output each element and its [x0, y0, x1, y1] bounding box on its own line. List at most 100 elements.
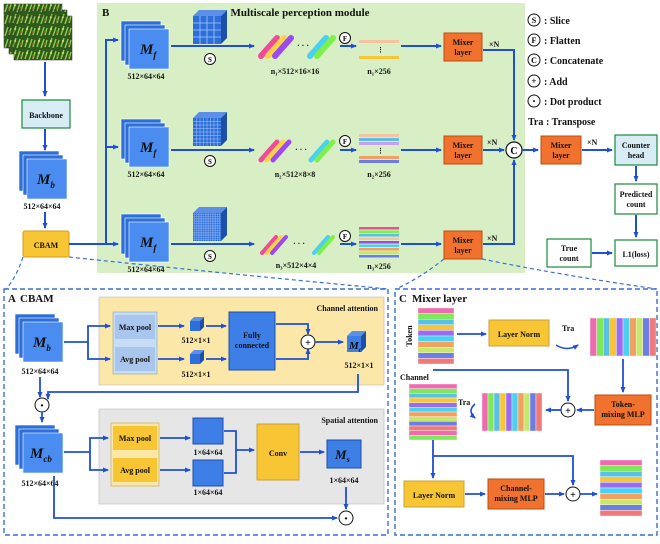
mcb-stack: Mcb	[14, 424, 64, 474]
slice-op-1-symbol: S	[208, 56, 212, 64]
callout-mixer-right	[481, 258, 658, 290]
mcb-dim: 512×64×64	[21, 479, 58, 488]
matrix-row	[599, 471, 643, 478]
matrix-row	[599, 504, 643, 511]
mf-dim-1: 512×64×64	[127, 72, 164, 81]
mf-stack-3: Mf	[120, 213, 170, 263]
flatten-op-1-symbol: F	[343, 35, 347, 43]
mixer-box-3	[443, 230, 483, 260]
matrix-row	[599, 465, 643, 472]
transpose-label-1: Tra	[562, 324, 574, 333]
matrix-row	[417, 313, 455, 320]
backbone-box	[21, 99, 71, 129]
mf-stack-2: Mf	[120, 118, 170, 168]
matrix-row	[408, 393, 458, 399]
backbone-label: Backbone	[29, 111, 63, 120]
flatten-op-3-symbol: F	[343, 233, 347, 241]
sp-map-1	[192, 417, 224, 445]
flatten-op-2-symbol: F	[343, 138, 347, 146]
sp-max-pool-cell	[113, 426, 157, 450]
counter-head-box	[614, 134, 658, 166]
matrix-column	[523, 392, 531, 432]
repeat-3: ×N	[487, 234, 498, 243]
pooled-dim-1: 512×1×1	[181, 336, 210, 345]
matrix-column	[636, 317, 644, 357]
arrow-cbam-to-branches	[69, 37, 119, 245]
channel-avg-pool-label: Avg pool	[120, 355, 151, 364]
svg-text:Mf: Mf	[139, 235, 157, 253]
matrix-row	[417, 352, 455, 359]
repeat-2: ×N	[487, 138, 498, 147]
mb-feature-stack: Mb	[18, 150, 68, 200]
arrow-mixer-3-to-concat	[483, 159, 517, 245]
mb-dim: 512×64×64	[23, 202, 60, 211]
legend-slice-symbol: S	[532, 16, 537, 25]
arrow-mcb-to-sp-maxpool	[64, 435, 109, 453]
conv-label: Conv	[269, 449, 287, 458]
arrow-fc-bottom-to-add	[276, 348, 311, 360]
panel-a-border	[3, 288, 389, 536]
flatten-op-3	[339, 230, 351, 242]
arrow-mb-to-maxpool	[64, 323, 111, 343]
matrix-row	[417, 358, 455, 365]
matrix-row	[408, 416, 458, 422]
matrix-column	[487, 392, 495, 432]
arrow-skip-to-add-1	[433, 369, 571, 402]
channel-vec-2	[190, 350, 204, 364]
flat-shape-2: n₂×256	[367, 170, 390, 179]
matrix-row	[599, 482, 643, 489]
channel-vec-1	[190, 317, 204, 331]
mf-stack-1: Mf	[120, 20, 170, 70]
arrow-map2-to-conv	[224, 450, 237, 474]
arrow-mixer-1-to-concat	[483, 49, 517, 141]
mf-dim-3: 512×64×64	[127, 265, 164, 274]
layer-norm-box-1	[488, 319, 550, 347]
matrix-row	[408, 411, 458, 417]
matrix-column	[517, 392, 525, 432]
transpose-label-2: Tra	[458, 398, 470, 407]
head-mixer-box	[540, 135, 582, 165]
slice-op-3	[204, 250, 216, 262]
legend-slice-label: : Slice	[544, 16, 570, 27]
matrix-row	[408, 397, 458, 403]
mf-dim-2: 512×64×64	[127, 170, 164, 179]
spatial-attention-title: Spatial attention	[321, 416, 378, 425]
matrix-row	[599, 510, 643, 517]
matrix-row	[408, 435, 458, 441]
matrix-column	[629, 317, 637, 357]
matrix-row	[599, 459, 643, 466]
matrix-column	[505, 392, 513, 432]
matrix-column	[589, 317, 597, 357]
legend-add-label: : Add	[544, 77, 568, 88]
channel-attention-title: Channel attention	[316, 304, 378, 313]
ellipsis-3: · · ·	[293, 239, 305, 248]
layer-norm-label-2: Layer Norm	[413, 491, 456, 500]
matrix-column	[622, 317, 630, 357]
channel-max-pool-label: Max pool	[119, 323, 152, 332]
pooled-dim-2: 512×1×1	[181, 370, 210, 379]
token-rows-1: ⋮	[359, 40, 399, 59]
matrix-column	[535, 392, 543, 432]
layer-norm-box-2	[403, 480, 465, 508]
loss-label: L1(loss)	[622, 250, 649, 259]
arrow-map1-to-conv	[224, 430, 255, 453]
token-rows-2: ⋮	[359, 134, 399, 163]
flatten-op-2	[339, 135, 351, 147]
legend-add-symbol: +	[531, 76, 536, 86]
panel-c-letter: C	[399, 293, 407, 305]
conv-box	[256, 423, 300, 481]
matrix-column	[529, 392, 537, 432]
svg-text:Mf: Mf	[139, 42, 157, 60]
mb-label: Mb	[36, 172, 55, 190]
transpose-arrow-2	[469, 403, 476, 419]
slice-op-2-symbol: S	[208, 158, 212, 166]
matrix-column	[499, 392, 507, 432]
matrix-row	[599, 493, 643, 500]
cbam-dot-symbol-1: ·	[40, 399, 45, 414]
